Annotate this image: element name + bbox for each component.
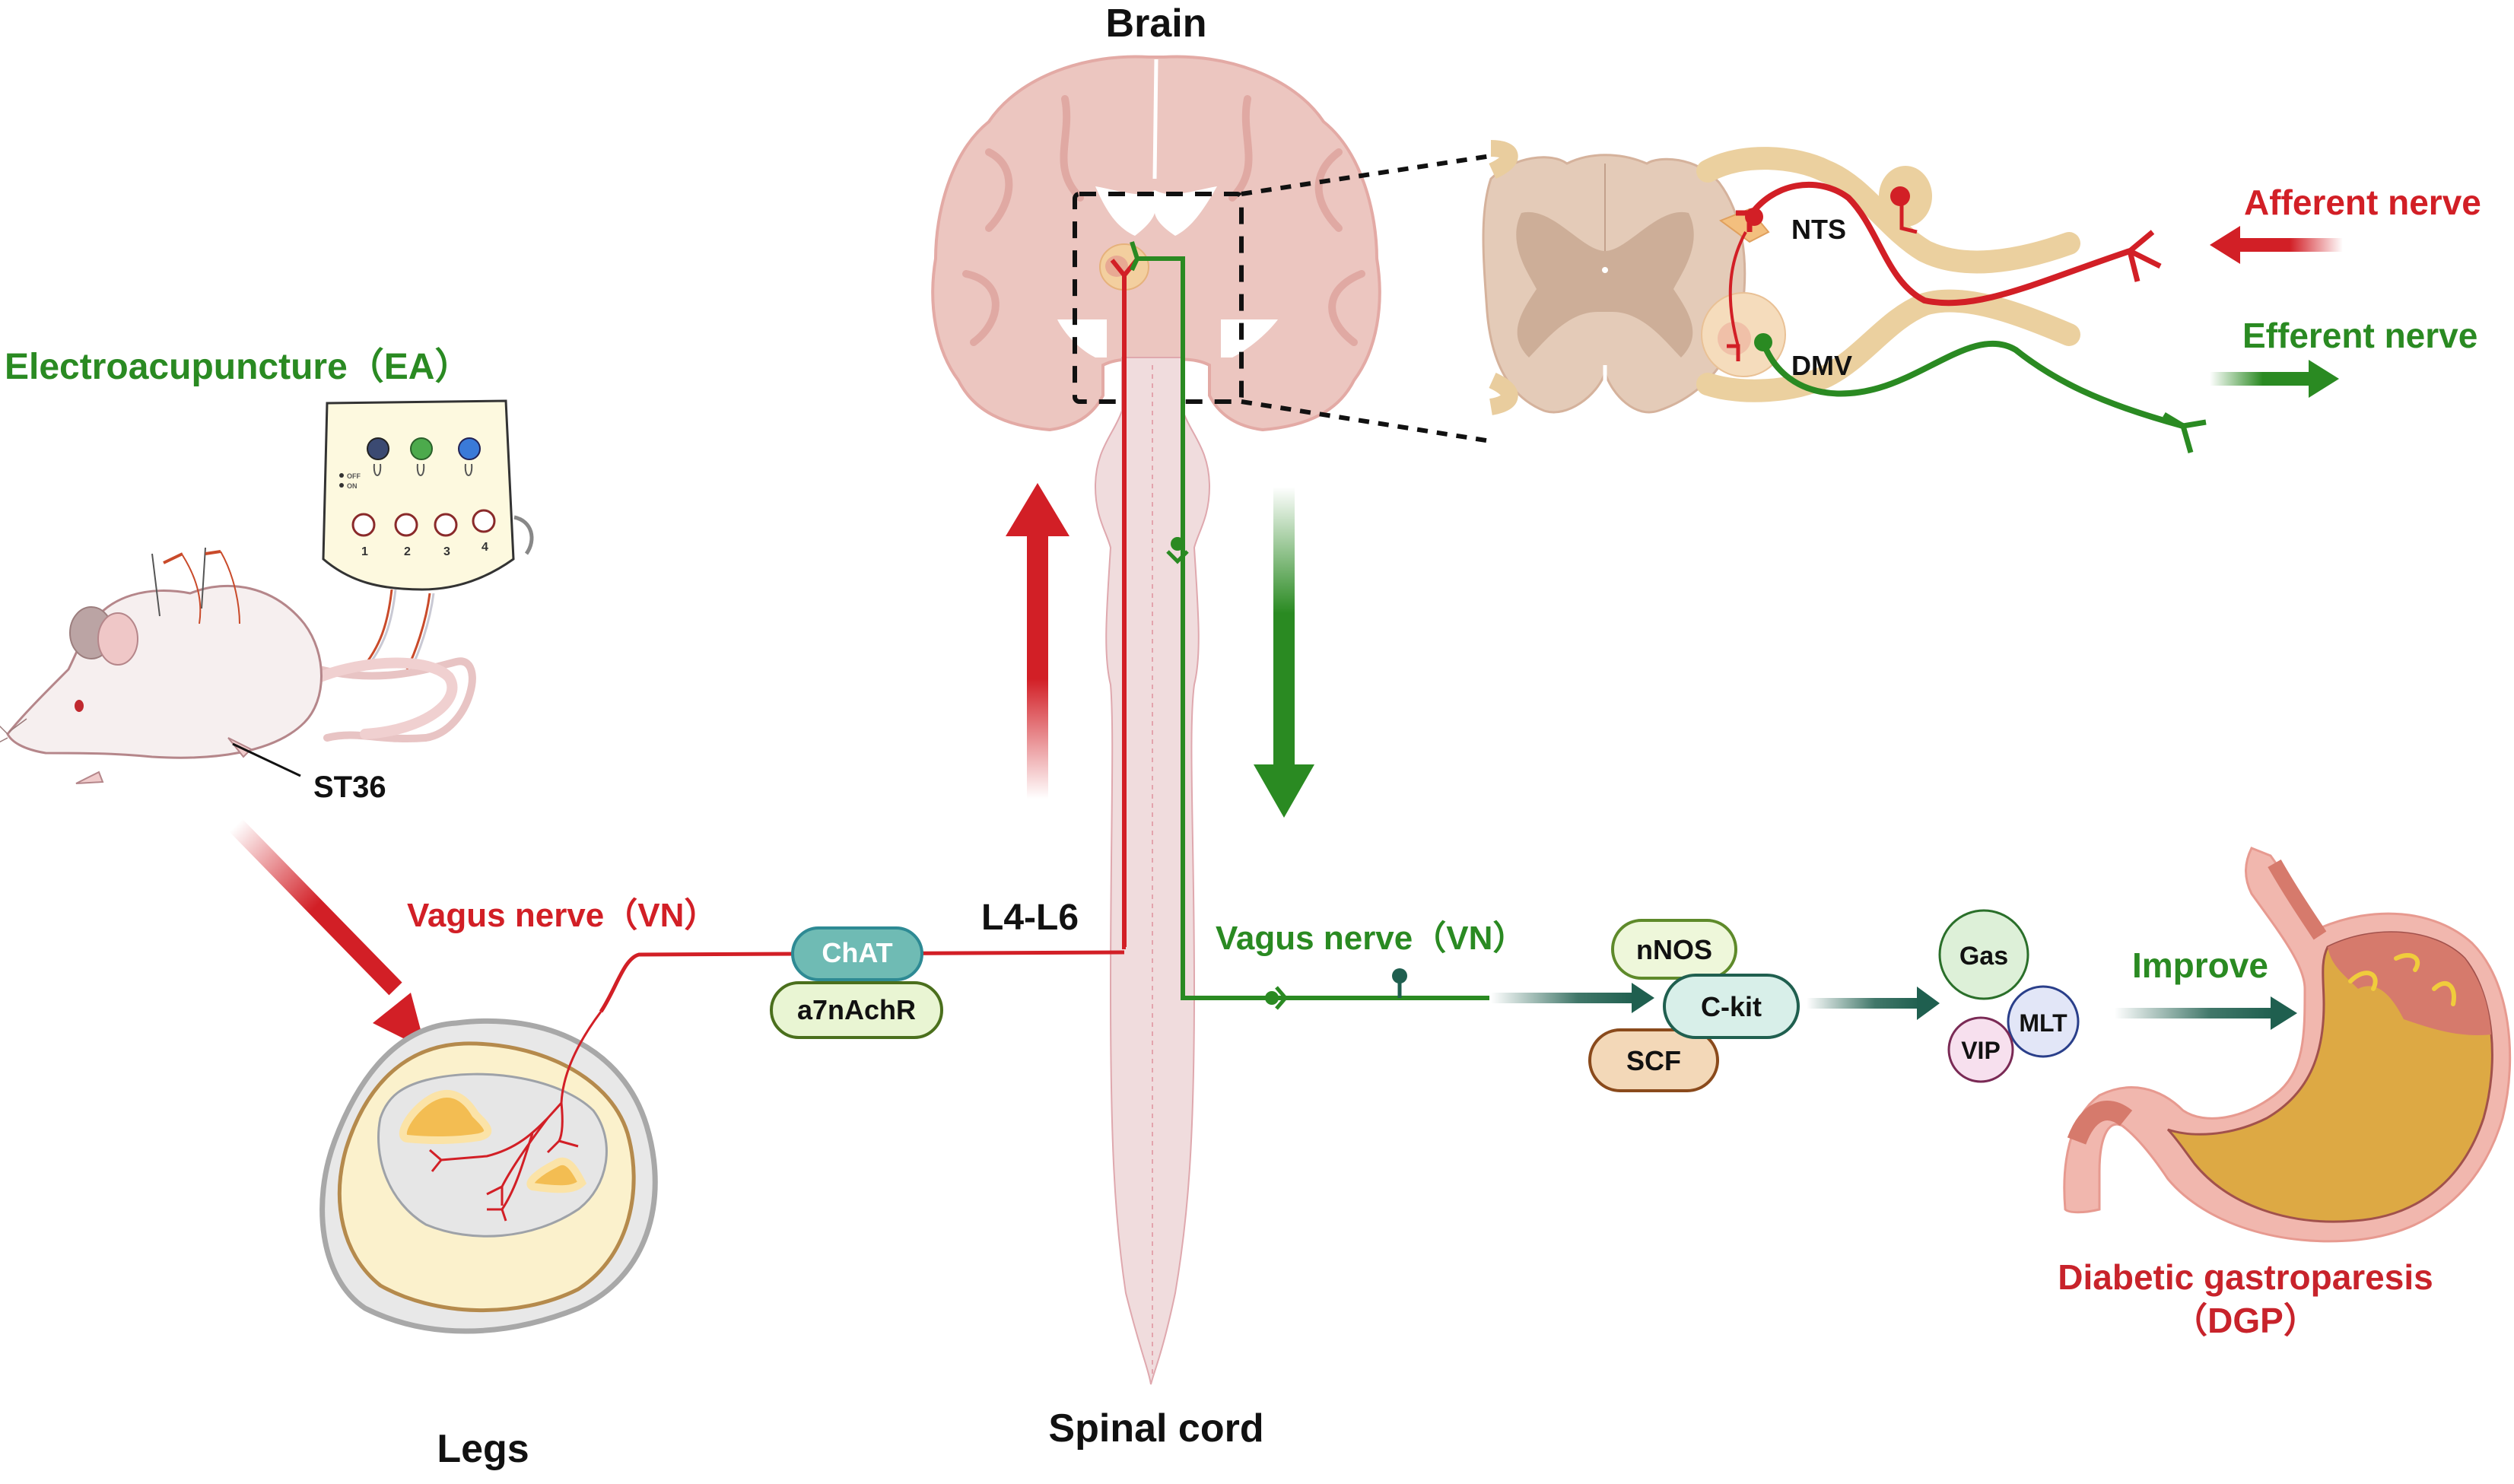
vagus-efferent-label: Vagus nerve（VN）	[1216, 920, 1526, 957]
ckit-molecule: C-kit	[1663, 974, 1800, 1039]
nts-neuron	[1745, 208, 1763, 226]
spinal-cord-illustration	[1094, 357, 1211, 1385]
indicator-green	[410, 437, 433, 460]
knob-number: 4	[482, 541, 488, 554]
svg-text:nNOS: nNOS	[1636, 934, 1712, 965]
gas-hormone: Gas	[1938, 909, 2029, 1000]
stomach-illustration	[2063, 847, 2512, 1243]
dmv-neuron	[1754, 333, 1772, 351]
svg-text:ChAT: ChAT	[822, 937, 892, 968]
descending-arrow	[1254, 487, 1314, 818]
svg-text:a7nAchR: a7nAchR	[797, 994, 916, 1025]
svg-text:MLT: MLT	[2019, 1009, 2067, 1037]
knob-4	[472, 509, 496, 533]
vagus-terminal	[1275, 986, 1289, 1010]
knob-number: 3	[443, 545, 450, 558]
ea-to-legs-arrow	[229, 818, 426, 1050]
scf-molecule: SCF	[1588, 1028, 1719, 1092]
knob-number: 1	[361, 545, 368, 558]
knob-number: 2	[404, 545, 411, 558]
afferent-vagus-line	[599, 950, 1125, 1013]
l4l6-label: L4-L6	[981, 898, 1079, 938]
dgp-label-line2: （DGP）	[2172, 1301, 2319, 1340]
vagus-to-ckit-arrow	[1491, 983, 1654, 1013]
knob-2	[394, 513, 418, 537]
ascending-arrow	[1006, 483, 1069, 799]
vagus-synapse	[1265, 991, 1279, 1005]
svg-text:OFF: OFF	[347, 472, 361, 480]
legs-label: Legs	[437, 1427, 529, 1471]
medulla-cross-section	[1482, 140, 2080, 415]
vagus-release-bulb	[1392, 968, 1407, 984]
dmv-label: DMV	[1791, 350, 1852, 381]
ea-device: OFF ON 1 2 3 4	[322, 399, 534, 670]
afferent-nerve-label: Afferent nerve	[2244, 183, 2481, 222]
synapse-terminal	[1166, 550, 1189, 564]
improve-arrow	[2115, 996, 2297, 1030]
afferent-cell-body	[1890, 186, 1910, 206]
synapse-dot	[1171, 537, 1184, 551]
rat-illustration	[0, 547, 476, 784]
efferent-arrow	[2210, 360, 2339, 398]
nnos-molecule: nNOS	[1611, 919, 1737, 980]
efferent-neuron-section	[1760, 340, 2207, 453]
improve-label: Improve	[2132, 945, 2268, 985]
efferent-nerve-label: Efferent nerve	[2242, 316, 2477, 355]
st36-label: ST36	[313, 771, 386, 804]
electroacupuncture-label: Electroacupuncture（EA）	[5, 347, 471, 387]
nts-label: NTS	[1791, 214, 1846, 245]
svg-text:ON: ON	[347, 482, 358, 490]
svg-text:C-kit: C-kit	[1701, 991, 1762, 1022]
afferent-arrow	[2210, 226, 2343, 264]
a7nachr-receptor: a7nAchR	[770, 981, 943, 1039]
svg-text:Gas: Gas	[1959, 942, 2008, 971]
brain-illustration	[931, 55, 1381, 432]
brain-label: Brain	[1106, 2, 1207, 46]
chat-receptor: ChAT	[791, 926, 923, 981]
svg-text:SCF: SCF	[1626, 1045, 1681, 1076]
afferent-neuron-section	[1727, 181, 2162, 361]
leg-cross-section	[319, 1011, 658, 1334]
svg-text:VIP: VIP	[1961, 1037, 2001, 1064]
vagus-afferent-label: Vagus nerve（VN）	[407, 897, 717, 934]
indicator-dark	[367, 437, 389, 460]
knob-3	[434, 513, 458, 537]
mlt-hormone: MLT	[2007, 985, 2080, 1058]
ckit-to-hormones-arrow	[1807, 987, 1940, 1020]
spinal-cord-label: Spinal cord	[1048, 1406, 1263, 1451]
knob-1	[351, 513, 376, 537]
vip-hormone: VIP	[1947, 1016, 2014, 1083]
indicator-blue	[458, 437, 481, 460]
dgp-label-line1: Diabetic gastroparesis	[2058, 1257, 2433, 1297]
